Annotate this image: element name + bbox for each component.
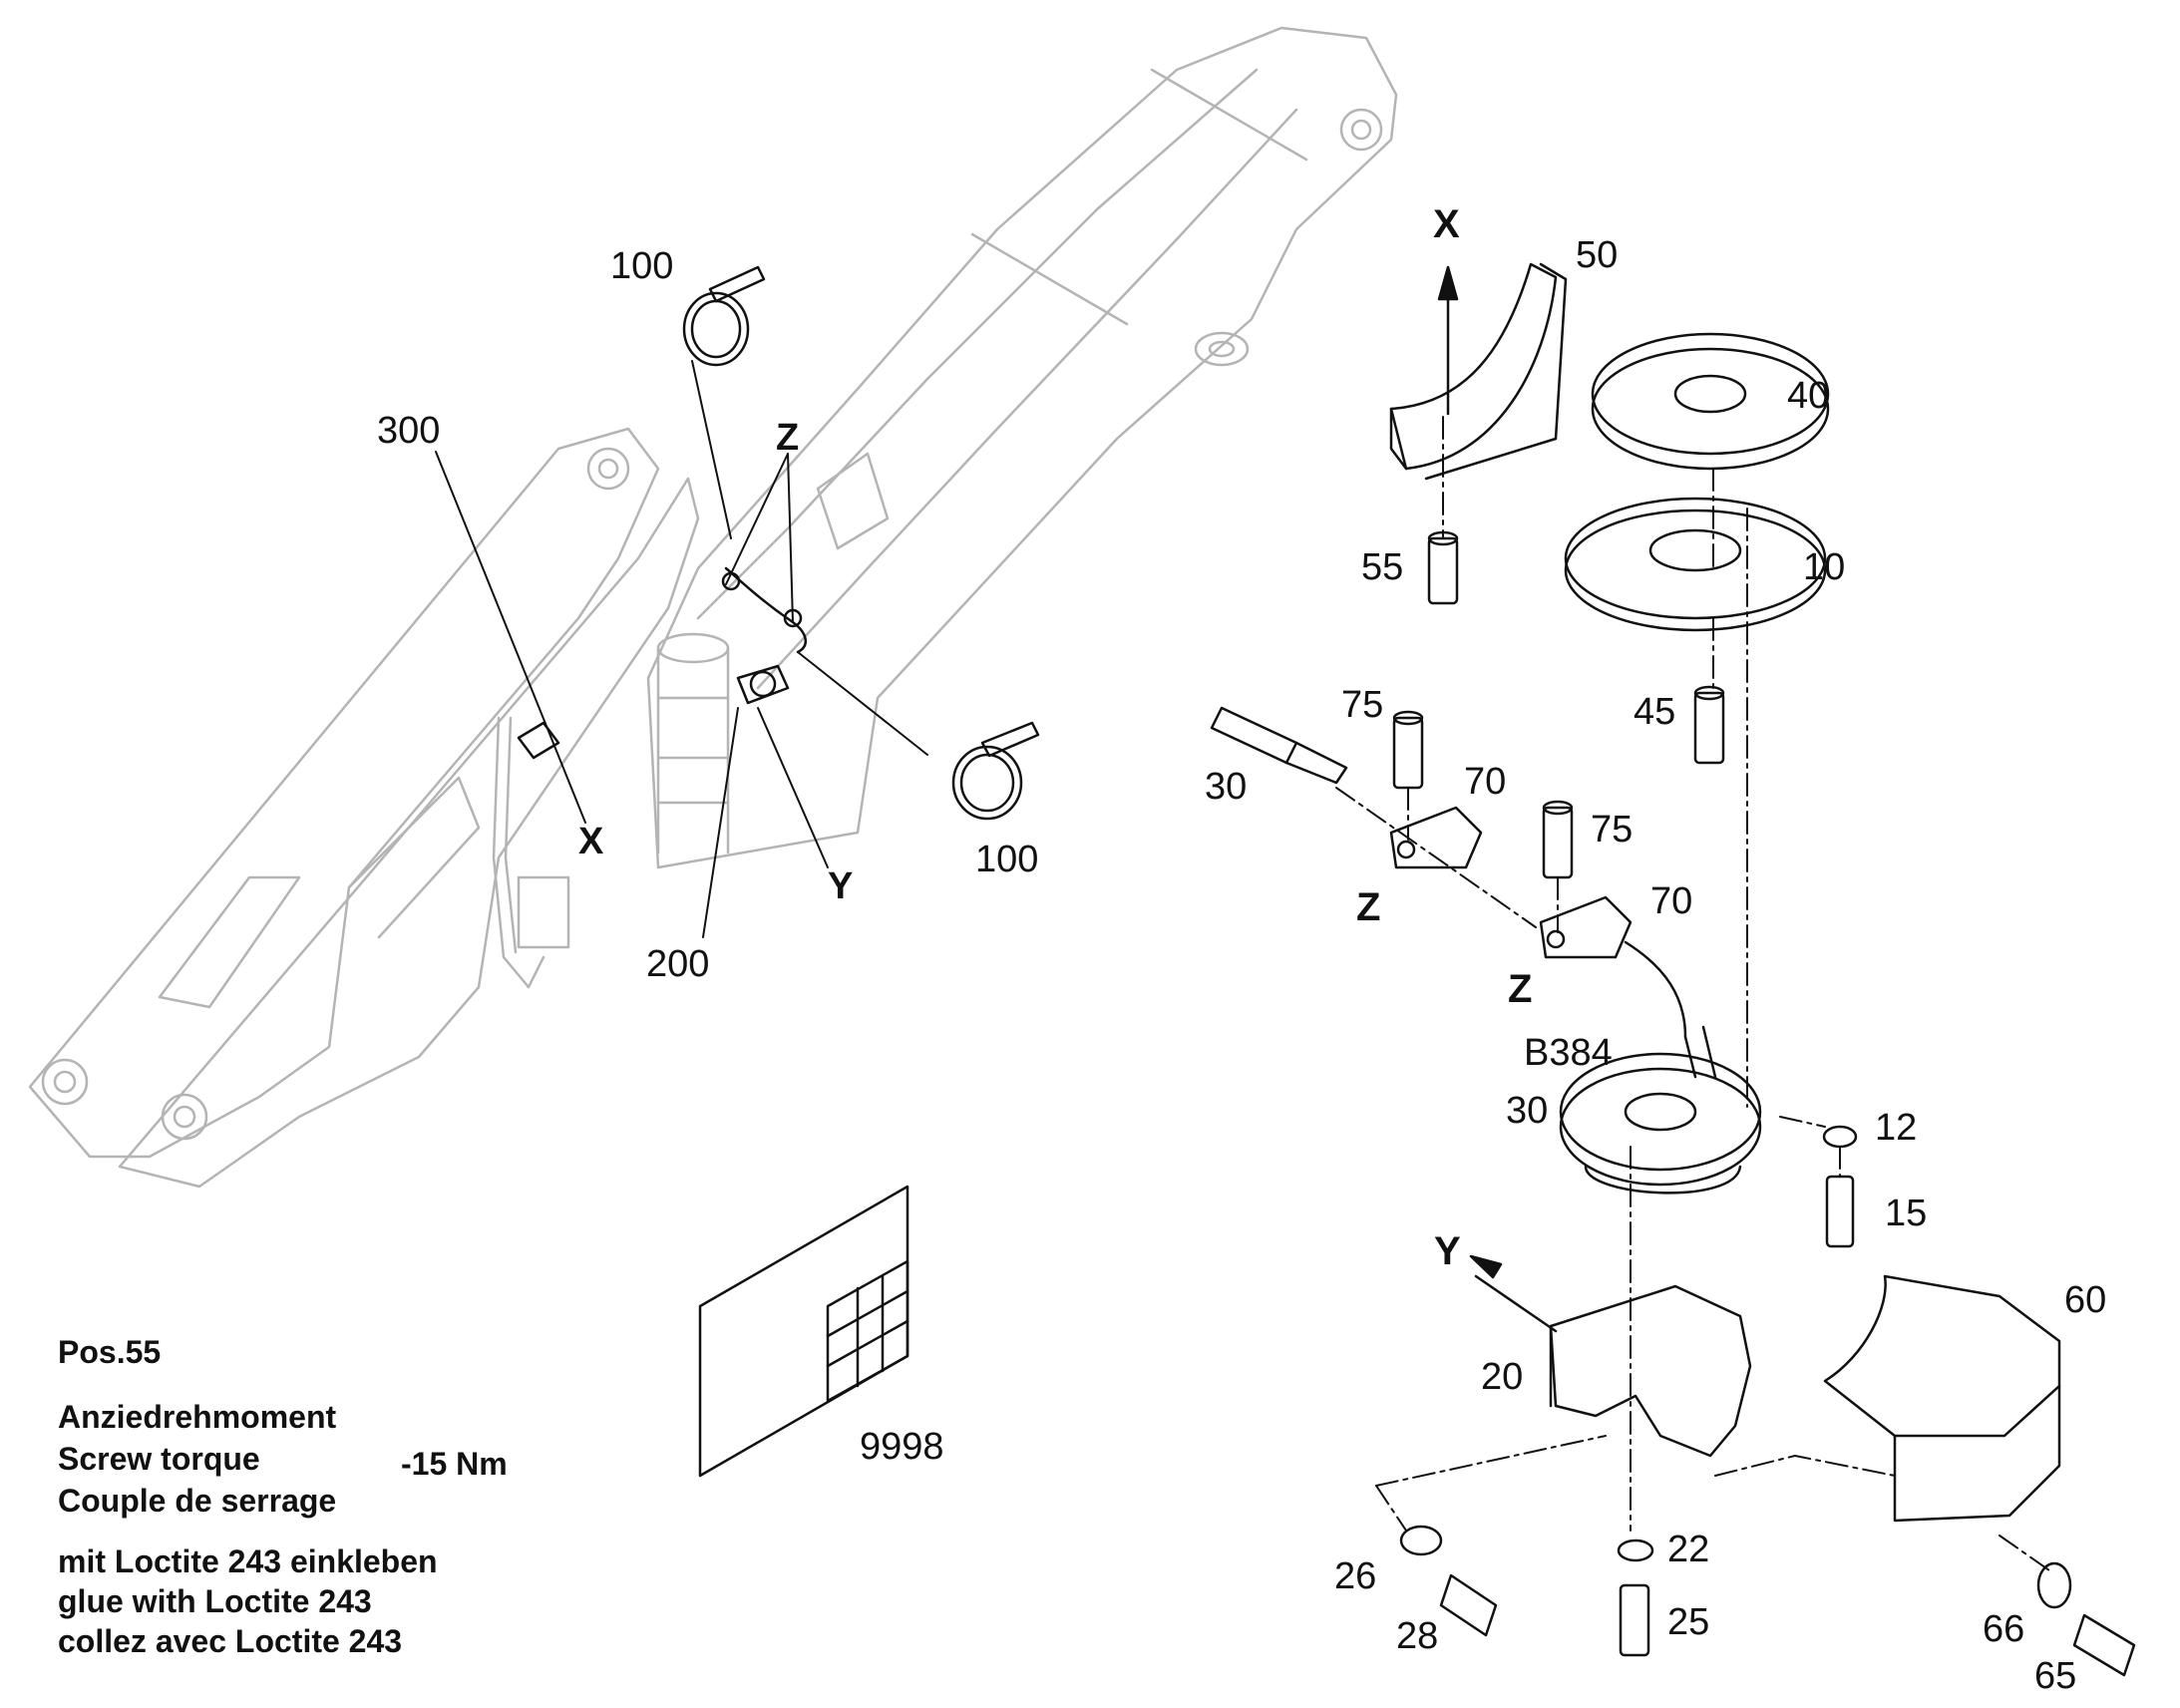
spur-gear-40 xyxy=(1591,332,1830,471)
note-loctite-de: mit Loctite 243 einkleben xyxy=(58,1543,438,1579)
boom-assembly xyxy=(28,26,1398,1189)
callout-75-a: 75 xyxy=(1341,684,1384,726)
detail-letter-z-b: Z xyxy=(1508,967,1533,1011)
callout-45: 45 xyxy=(1634,691,1676,733)
cover-60 xyxy=(1823,1274,2061,1523)
bracket-20 xyxy=(1549,1284,1752,1458)
callout-66: 66 xyxy=(1983,1608,2025,1650)
callout-30-a: 30 xyxy=(1205,766,1248,808)
callout-100-bottom: 100 xyxy=(975,839,1039,880)
note-torque-value: -15 Nm xyxy=(401,1446,508,1482)
sensor-on-boom xyxy=(517,566,807,760)
screw-55 xyxy=(1427,530,1459,605)
callout-70-a: 70 xyxy=(1464,761,1507,803)
detail-letter-z-a: Z xyxy=(1356,885,1381,929)
callout-25: 25 xyxy=(1667,1601,1710,1643)
callout-40: 40 xyxy=(1787,375,1830,417)
callout-x-small: X xyxy=(578,821,604,862)
callout-y-small: Y xyxy=(828,865,854,907)
callout-28: 28 xyxy=(1396,1615,1439,1657)
cable-tie-top xyxy=(682,265,766,367)
washer-26 xyxy=(1399,1525,1443,1556)
callout-12: 12 xyxy=(1875,1107,1918,1149)
clamp-70-a xyxy=(1389,806,1483,869)
screw-28 xyxy=(1439,1573,1498,1637)
leader-lines-boom xyxy=(435,360,928,938)
screw-25 xyxy=(1619,1583,1650,1657)
callout-60: 60 xyxy=(2064,1279,2107,1321)
sensor-b384 xyxy=(1559,1052,1762,1195)
callout-10: 10 xyxy=(1803,546,1846,588)
plate-10 xyxy=(1564,497,1827,632)
detail-letter-x: X xyxy=(1433,202,1460,246)
cable-tie-bottom xyxy=(951,721,1040,821)
callout-50: 50 xyxy=(1576,234,1619,276)
callout-100-top: 100 xyxy=(610,245,674,287)
callout-20: 20 xyxy=(1481,1356,1524,1398)
screw-15 xyxy=(1825,1175,1855,1248)
callout-15: 15 xyxy=(1885,1193,1928,1234)
screw-65 xyxy=(2072,1613,2136,1677)
screw-45 xyxy=(1693,685,1725,765)
assembly-lines xyxy=(1335,416,2050,1571)
callout-75-b: 75 xyxy=(1591,809,1634,851)
callout-22: 22 xyxy=(1667,1529,1710,1570)
washer-22 xyxy=(1617,1538,1654,1562)
callout-30-b: 30 xyxy=(1506,1090,1549,1132)
screw-75-b xyxy=(1542,800,1574,879)
callout-300: 300 xyxy=(377,410,441,452)
callout-z-small: Z xyxy=(776,417,800,459)
callout-65: 65 xyxy=(2034,1655,2077,1697)
callout-70-b: 70 xyxy=(1650,880,1693,922)
gear-segment-50 xyxy=(1389,262,1568,481)
note-loctite-fr: collez avec Loctite 243 xyxy=(58,1623,403,1659)
callout-9998: 9998 xyxy=(860,1426,944,1468)
callout-200: 200 xyxy=(646,943,710,985)
callout-b384: B384 xyxy=(1524,1032,1613,1074)
clamp-70-b xyxy=(1539,895,1633,959)
callout-26: 26 xyxy=(1334,1555,1377,1597)
screw-75-a xyxy=(1392,710,1424,790)
note-torque-en: Screw torque xyxy=(58,1441,260,1477)
note-loctite-en: glue with Loctite 243 xyxy=(58,1583,372,1619)
note-pos: Pos.55 xyxy=(58,1334,162,1370)
note-torque-fr: Couple de serrage xyxy=(58,1483,337,1519)
note-torque-de: Anziedrehmoment xyxy=(58,1399,337,1435)
washer-12 xyxy=(1822,1125,1858,1149)
drawing-sheet-9998 xyxy=(698,1185,909,1478)
cable-end-30 xyxy=(1210,706,1348,785)
sensor-cable xyxy=(1624,940,1717,1079)
washer-66 xyxy=(2036,1561,2072,1609)
arrow-y xyxy=(1469,1254,1558,1333)
detail-letter-y: Y xyxy=(1434,1229,1461,1273)
callout-55: 55 xyxy=(1361,546,1404,588)
